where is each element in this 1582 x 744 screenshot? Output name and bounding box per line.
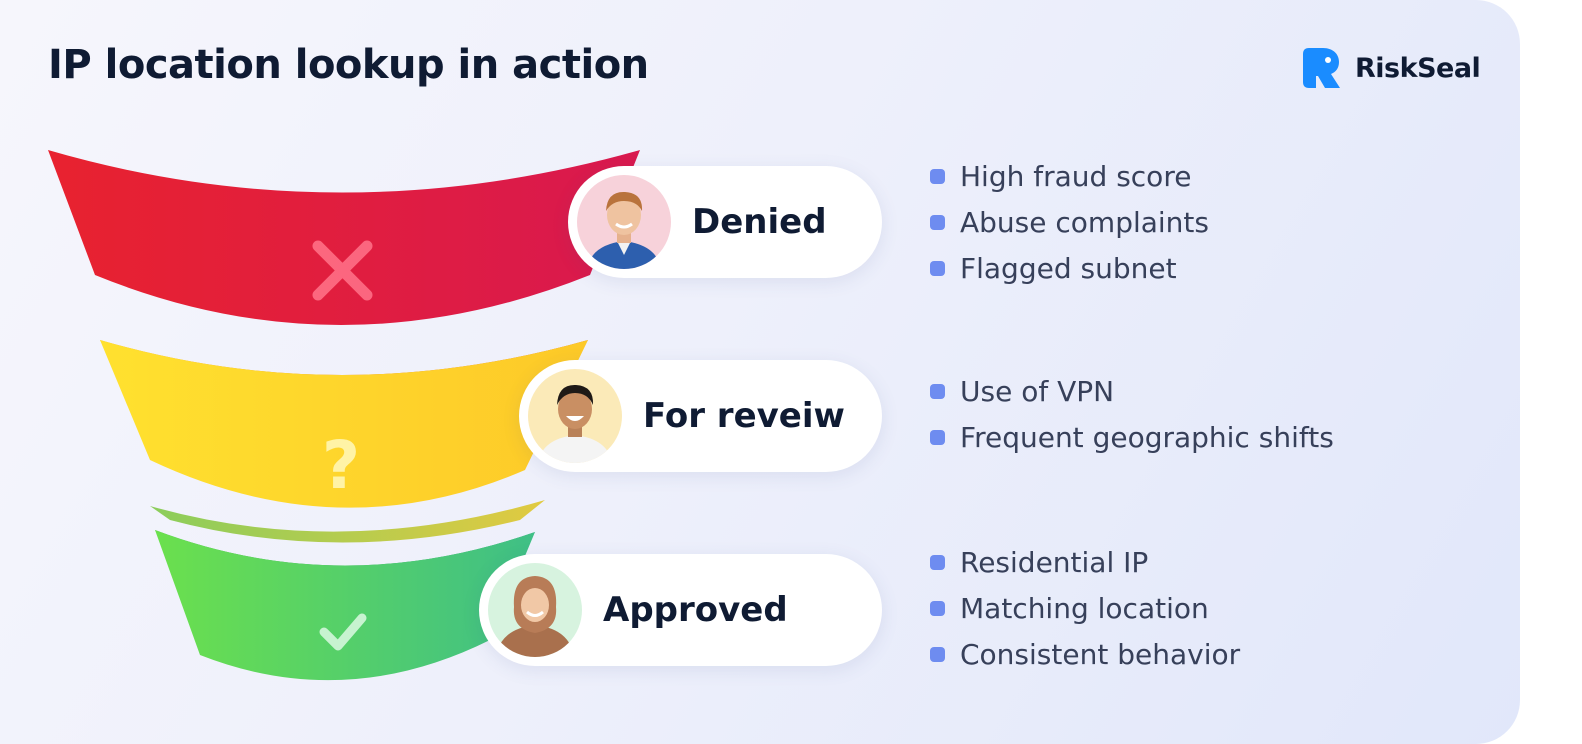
avatar <box>577 175 671 269</box>
funnel-graphic: ? <box>48 150 640 681</box>
list-item: Matching location <box>930 586 1240 632</box>
bullet-icon <box>930 430 945 445</box>
list-item: Residential IP <box>930 540 1240 586</box>
list-item: Frequent geographic shifts <box>930 415 1334 461</box>
person-icon <box>538 384 612 463</box>
list-item: Consistent behavior <box>930 632 1240 678</box>
bullet-icon <box>930 169 945 184</box>
criteria-list-review: Use of VPN Frequent geographic shifts <box>930 369 1334 461</box>
cross-icon <box>312 240 373 301</box>
bullet-icon <box>930 555 945 570</box>
tier-label: For reveiw <box>643 396 845 436</box>
tier-denied: Denied <box>568 166 882 278</box>
avatar <box>528 369 622 463</box>
bullet-icon <box>930 261 945 276</box>
funnel-band-denied <box>48 150 640 325</box>
list-item: Flagged subnet <box>930 246 1209 292</box>
tier-approved: Approved <box>479 554 882 666</box>
question-icon: ? <box>322 427 360 504</box>
bullet-icon <box>930 215 945 230</box>
tier-review: For reveiw <box>519 360 882 472</box>
criteria-list-denied: High fraud score Abuse complaints Flagge… <box>930 154 1209 292</box>
list-item: Abuse complaints <box>930 200 1209 246</box>
funnel-band-review <box>100 340 588 508</box>
person-icon <box>587 191 661 269</box>
tier-label: Denied <box>692 202 827 242</box>
funnel-band-approved <box>155 530 535 681</box>
avatar <box>488 563 582 657</box>
bullet-icon <box>930 384 945 399</box>
list-item: High fraud score <box>930 154 1209 200</box>
infographic-card: IP location lookup in action RiskSeal <box>0 0 1520 744</box>
bullet-icon <box>930 601 945 616</box>
bullet-icon <box>930 647 945 662</box>
tier-label: Approved <box>603 590 788 630</box>
check-icon <box>319 613 367 651</box>
brand-logo: RiskSeal <box>1303 48 1481 88</box>
list-item: Use of VPN <box>930 369 1334 415</box>
page-title: IP location lookup in action <box>48 42 649 88</box>
brand-name: RiskSeal <box>1355 52 1481 84</box>
riskseal-logo-icon <box>1303 48 1340 88</box>
person-icon <box>496 576 574 657</box>
criteria-list-approved: Residential IP Matching location Consist… <box>930 540 1240 678</box>
svg-text:?: ? <box>322 427 360 504</box>
